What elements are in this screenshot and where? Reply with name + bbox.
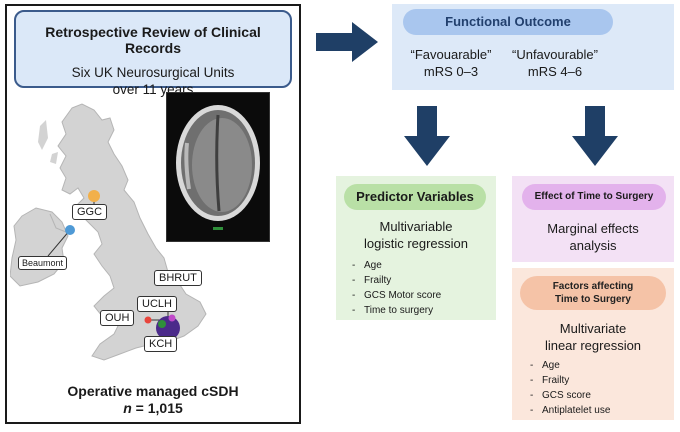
- unfavourable-label: “Unfavourable”: [512, 47, 598, 62]
- favourable-outcome: “Favouarable” mRS 0–3: [396, 46, 506, 80]
- down-arrow-left: [404, 106, 450, 166]
- predictor-method-line2: logistic regression: [363, 236, 469, 251]
- unfavourable-range: mRS 4–6: [527, 64, 583, 79]
- ireland-outline: [10, 207, 69, 287]
- favourable-range: mRS 0–3: [423, 64, 479, 79]
- factors-method-line2: linear regression: [544, 338, 642, 353]
- ouh-marker: [144, 316, 152, 324]
- list-item: Antiplatelet use: [530, 403, 610, 418]
- favourable-label: “Favouarable”: [410, 47, 492, 62]
- predictor-method: Multivariable logistic regression: [336, 218, 496, 252]
- factors-header-line2: Time to Surgery: [555, 294, 631, 305]
- study-subtitle: Six UK Neurosurgical Units over 11 years: [16, 64, 290, 98]
- list-item: Frailty: [352, 273, 441, 288]
- cohort-count-value: = 1,015: [131, 400, 183, 416]
- beaumont-marker: [65, 225, 75, 235]
- factors-header: Factors affecting Time to Surgery: [520, 276, 666, 310]
- site-label-kch: KCH: [144, 336, 178, 352]
- western-isles: [38, 120, 48, 150]
- study-title-box: Retrospective Review of Clinical Records…: [14, 10, 292, 97]
- factors-method: Multivariate linear regression: [512, 320, 674, 354]
- effect-method-line2: analysis: [569, 238, 617, 253]
- unfavourable-outcome: “Unfavourable” mRS 4–6: [500, 46, 610, 80]
- factors-method-line1: Multivariate: [559, 321, 627, 336]
- ct-scan-drawing: [167, 93, 269, 241]
- predictor-list: Age Frailty GCS Motor score Time to surg…: [352, 258, 441, 318]
- site-label-uclh: UCLH: [137, 296, 177, 312]
- list-item: GCS Motor score: [352, 288, 441, 303]
- cohort-count: n = 1,015: [6, 400, 300, 416]
- skye: [50, 152, 58, 164]
- kch-inner-marker: [158, 320, 166, 328]
- predictor-variables-header: Predictor Variables: [344, 184, 486, 210]
- predictor-method-line1: Multivariable: [379, 219, 453, 234]
- study-title: Retrospective Review of Clinical Records: [45, 24, 261, 56]
- ggc-marker: [88, 190, 100, 202]
- down-arrow-right: [572, 106, 618, 166]
- effect-method-line1: Marginal effects: [547, 221, 639, 236]
- list-item: Age: [352, 258, 441, 273]
- factors-list: Age Frailty GCS score Antiplatelet use: [530, 358, 610, 418]
- uclh-marker: [168, 314, 176, 322]
- cohort-count-variable: n: [123, 400, 132, 416]
- list-item: GCS score: [530, 388, 610, 403]
- site-label-ggc: GGC: [72, 204, 108, 220]
- functional-outcome-header: Functional Outcome: [403, 9, 613, 35]
- right-arrow: [316, 22, 378, 62]
- effect-time-header: Effect of Time to Surgery: [522, 184, 666, 210]
- list-item: Age: [530, 358, 610, 373]
- site-label-bhrut: BHRUT: [154, 270, 202, 286]
- site-label-ouh: OUH: [100, 310, 135, 326]
- ct-scan-image: [166, 92, 270, 242]
- list-item: Time to surgery: [352, 303, 441, 318]
- study-subtitle-line1: Six UK Neurosurgical Units: [71, 65, 235, 80]
- cohort-label: Operative managed cSDH: [67, 383, 239, 399]
- factors-header-line1: Factors affecting: [552, 281, 634, 292]
- effect-method: Marginal effects analysis: [512, 220, 674, 254]
- site-label-beaumont: Beaumont: [18, 256, 68, 270]
- list-item: Frailty: [530, 373, 610, 388]
